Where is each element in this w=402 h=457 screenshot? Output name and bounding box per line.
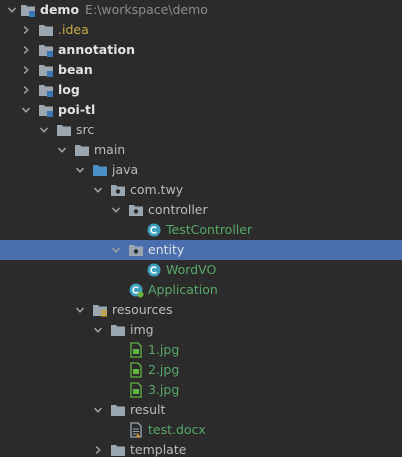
node-label: demo E:\workspace\demo [40, 0, 208, 20]
node-label: main [94, 142, 126, 157]
node-label: WordVO [166, 262, 217, 277]
node-label: 2.jpg [148, 362, 180, 377]
module-name: demo [40, 2, 80, 17]
module-folder-icon [38, 62, 54, 78]
node-label: java [112, 162, 139, 177]
source-folder-icon [92, 162, 108, 178]
tree-node-log[interactable]: log [0, 80, 402, 100]
chevron-down-icon[interactable] [6, 0, 18, 20]
tree-node-test-docx[interactable]: test.docx [0, 420, 402, 440]
chevron-down-icon[interactable] [92, 320, 104, 340]
node-label: resources [112, 302, 173, 317]
chevron-down-icon[interactable] [110, 240, 122, 260]
chevron-right-icon[interactable] [20, 60, 32, 80]
node-label: src [76, 122, 95, 137]
tree-node-resources[interactable]: resources [0, 300, 402, 320]
tree-node-demo[interactable]: demo E:\workspace\demo [0, 0, 402, 20]
module-path: E:\workspace\demo [85, 2, 208, 17]
tree-node-main[interactable]: main [0, 140, 402, 160]
node-label: com.twy [130, 182, 184, 197]
image-file-icon [128, 382, 144, 398]
chevron-down-icon[interactable] [38, 120, 50, 140]
tree-node-wordvo[interactable]: WordVO [0, 260, 402, 280]
class-icon [146, 262, 162, 278]
tree-node-template[interactable]: template [0, 440, 402, 457]
chevron-down-icon[interactable] [110, 200, 122, 220]
tree-node-testcontroller[interactable]: TestController [0, 220, 402, 240]
node-label: result [130, 402, 166, 417]
chevron-right-icon[interactable] [20, 40, 32, 60]
node-label: controller [148, 202, 208, 217]
tree-node-3-jpg[interactable]: 3.jpg [0, 380, 402, 400]
node-label: log [58, 82, 80, 97]
spring-boot-class-icon [128, 282, 144, 298]
chevron-right-icon[interactable] [20, 20, 32, 40]
module-folder-icon [38, 102, 54, 118]
node-label: template [130, 442, 187, 457]
tree-node-result[interactable]: result [0, 400, 402, 420]
folder-icon [110, 442, 126, 457]
node-label: .idea [58, 22, 89, 37]
chevron-down-icon[interactable] [56, 140, 68, 160]
tree-node-application[interactable]: Application [0, 280, 402, 300]
folder-icon [74, 142, 90, 158]
tree-node-poi-tl[interactable]: poi-tl [0, 100, 402, 120]
image-file-icon [128, 342, 144, 358]
chevron-down-icon[interactable] [92, 400, 104, 420]
chevron-right-icon[interactable] [20, 80, 32, 100]
tree-node-annotation[interactable]: annotation [0, 40, 402, 60]
node-label: Application [148, 282, 218, 297]
package-icon [128, 242, 144, 258]
tree-node-java[interactable]: java [0, 160, 402, 180]
tree-node-idea[interactable]: .idea [0, 20, 402, 40]
tree-node-img[interactable]: img [0, 320, 402, 340]
tree-node-com-twy[interactable]: com.twy [0, 180, 402, 200]
node-label: 1.jpg [148, 342, 180, 357]
folder-icon [110, 322, 126, 338]
class-icon [146, 222, 162, 238]
tree-node-bean[interactable]: bean [0, 60, 402, 80]
chevron-down-icon[interactable] [92, 180, 104, 200]
node-label: entity [148, 242, 185, 257]
tree-node-1-jpg[interactable]: 1.jpg [0, 340, 402, 360]
node-label: annotation [58, 42, 135, 57]
module-folder-icon [38, 82, 54, 98]
module-folder-icon [20, 2, 36, 18]
package-icon [128, 202, 144, 218]
tree-node-entity[interactable]: entity [0, 240, 402, 260]
tree-node-2-jpg[interactable]: 2.jpg [0, 360, 402, 380]
node-label: poi-tl [58, 102, 96, 117]
tree-node-controller[interactable]: controller [0, 200, 402, 220]
chevron-down-icon[interactable] [74, 160, 86, 180]
folder-icon [38, 22, 54, 38]
module-folder-icon [38, 42, 54, 58]
chevron-down-icon[interactable] [20, 100, 32, 120]
folder-icon [110, 402, 126, 418]
node-label: img [130, 322, 154, 337]
image-file-icon [128, 362, 144, 378]
node-label: bean [58, 62, 93, 77]
docx-file-icon [128, 422, 144, 438]
chevron-right-icon[interactable] [92, 440, 104, 457]
node-label: TestController [166, 222, 253, 237]
chevron-down-icon[interactable] [74, 300, 86, 320]
node-label: test.docx [148, 422, 206, 437]
resources-folder-icon [92, 302, 108, 318]
tree-node-src[interactable]: src [0, 120, 402, 140]
node-label: 3.jpg [148, 382, 180, 397]
package-icon [110, 182, 126, 198]
folder-icon [56, 122, 72, 138]
